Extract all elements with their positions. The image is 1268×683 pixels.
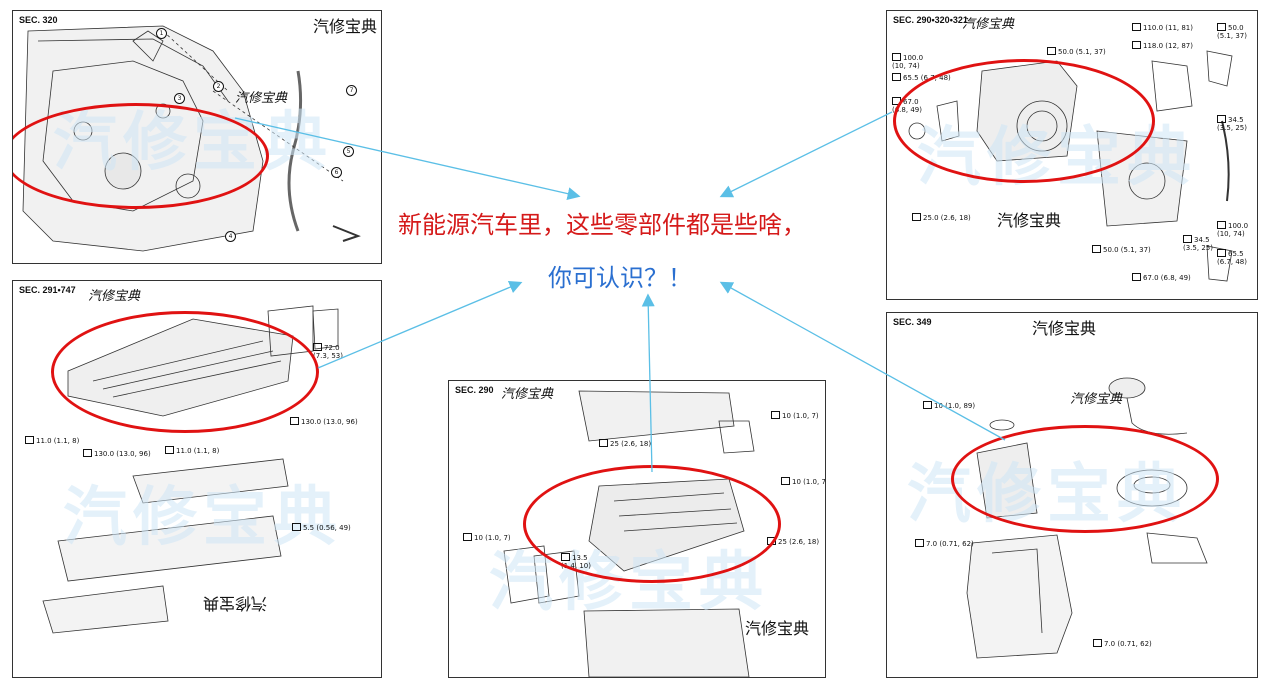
torque-spec: 118.0 (12, 87) (1132, 41, 1193, 50)
panel-sec-291-747: SEC. 291•747 汽修宝典 汽修宝典 汽修宝典 72.0 (7.3, 5… (12, 280, 382, 678)
callout-3: 3 (174, 93, 185, 104)
panel-sec-349: SEC. 349 汽修宝典 汽修宝典 汽修宝典 10 (1.0, 89) 7.0… (886, 312, 1258, 678)
brand-small: 汽修宝典 (1070, 392, 1123, 407)
torque-spec: 11.0 (1.1, 8) (25, 436, 79, 445)
torque-spec: 7.0 (0.71, 62) (1093, 639, 1152, 648)
section-code: SEC. 290•320•321 (893, 15, 968, 25)
caption-line-1: 新能源汽车里，这些零部件都是些啥， (398, 211, 806, 239)
torque-spec: 130.0 (13.0, 96) (83, 449, 151, 458)
watermark: 汽修宝典 (63, 481, 343, 555)
section-code: SEC. 291•747 (19, 285, 76, 295)
brand-label: 汽修宝典 (1032, 319, 1097, 338)
callout-1: 1 (156, 28, 167, 39)
torque-spec: 34.5 (3.5, 25) (1217, 116, 1247, 132)
brand-flipped: 汽修宝典 (203, 594, 268, 613)
torque-spec: 67.0 (6.8, 49) (1132, 273, 1191, 282)
torque-spec: 11.0 (1.1, 8) (165, 446, 219, 455)
callout-7: 7 (346, 85, 357, 96)
section-code: SEC. 290 (455, 385, 494, 395)
panel-sec-290: SEC. 290 汽修宝典 汽修宝典 汽修宝典 25 (2.6, 18) 10 … (448, 380, 826, 678)
torque-spec: 130.0 (13.0, 96) (290, 417, 358, 426)
brand-label: 汽修宝典 (997, 211, 1062, 230)
callout-4: 4 (225, 231, 236, 242)
brand-small: 汽修宝典 (962, 17, 1015, 32)
torque-spec: 100.0 (10, 74) (892, 54, 924, 70)
brand-label: 汽修宝典 (313, 17, 378, 36)
highlight-ring (51, 311, 319, 433)
torque-spec: 5.5 (0.56, 49) (292, 523, 351, 532)
torque-spec: 25.0 (2.6, 18) (912, 213, 971, 222)
arrow-top-right (719, 111, 893, 198)
highlight-ring (893, 59, 1155, 183)
torque-spec: 100.0 (10, 74) (1217, 222, 1249, 238)
torque-spec: 72.0 (7.3, 53) (313, 344, 343, 360)
torque-spec: 50.0 (5.1, 37) (1047, 47, 1106, 56)
caption-line-2: 你可认识？！ (548, 264, 692, 292)
torque-spec: 50.0 (5.1, 37) (1217, 24, 1247, 40)
torque-spec: 10 (1.0, 7) (781, 477, 825, 486)
torque-spec: 10 (1.0, 7) (463, 533, 511, 542)
brand-small: 汽修宝典 (235, 91, 288, 106)
torque-spec: 34.5 (3.5, 25) (1183, 236, 1213, 252)
highlight-ring (951, 425, 1219, 533)
brand-small: 汽修宝典 (88, 289, 141, 304)
torque-spec: 65.5 (6.7, 48) (1217, 250, 1247, 266)
callout-2: 2 (213, 81, 224, 92)
torque-spec: 50.0 (5.1, 37) (1092, 245, 1151, 254)
torque-spec: 25 (2.6, 18) (599, 439, 651, 448)
section-code: SEC. 349 (893, 317, 932, 327)
torque-spec: 110.0 (11, 81) (1132, 23, 1193, 32)
torque-spec: 7.0 (0.71, 62) (915, 539, 974, 548)
panel-sec-320: SEC. 320 汽修宝典 汽修宝典 汽修宝典 1 2 3 4 5 6 7 (12, 10, 382, 264)
callout-5: 5 (343, 146, 354, 157)
torque-spec: 10 (1.0, 89) (923, 401, 975, 410)
highlight-ring (13, 103, 269, 209)
brand-small: 汽修宝典 (501, 387, 554, 402)
panel-sec-290-320-321: SEC. 290•320•321 汽修宝典 汽修宝典 汽修宝典 110.0 (1… (886, 10, 1258, 300)
torque-spec: 10 (1.0, 7) (771, 411, 819, 420)
torque-spec: 25 (2.6, 18) (767, 537, 819, 546)
brand-label: 汽修宝典 (745, 619, 810, 638)
highlight-ring (523, 465, 781, 583)
callout-6: 6 (331, 167, 342, 178)
section-code: SEC. 320 (19, 15, 58, 25)
